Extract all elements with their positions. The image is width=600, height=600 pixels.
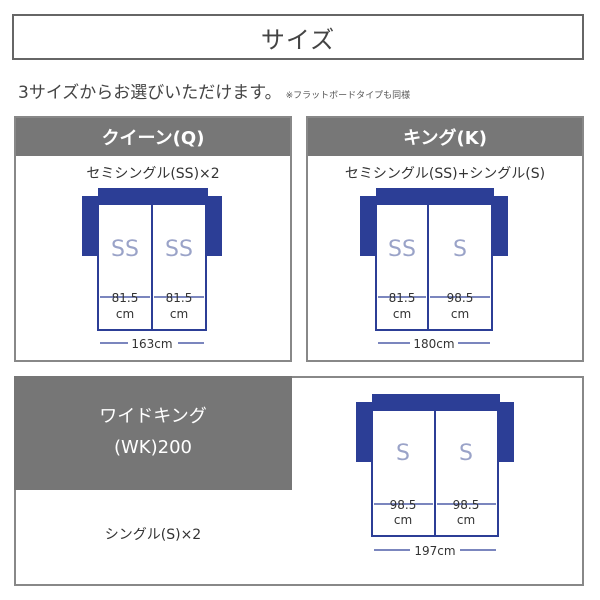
mattress-left-width: 81.5 bbox=[389, 291, 416, 305]
intro-text: 3サイズからお選びいただけます。※フラットボードタイプも同様 bbox=[18, 78, 410, 103]
mattress-left bbox=[375, 203, 429, 331]
intro-main: 3サイズからお選びいただけます。 bbox=[18, 83, 282, 103]
mattress-right-label: SS bbox=[165, 237, 193, 262]
sofa-arm-left bbox=[82, 196, 98, 256]
mattress-left bbox=[371, 409, 436, 537]
mattress-left-label: SS bbox=[111, 237, 139, 262]
wideking-diagram: S S 98.5 98.5 cm cm 197cm bbox=[356, 394, 514, 558]
total-width: 180cm bbox=[413, 337, 454, 351]
wideking-heading-line1: ワイドキング bbox=[99, 406, 207, 428]
king-heading: キング(K) bbox=[308, 118, 582, 156]
sofa-arm-left bbox=[360, 196, 376, 256]
sofa-arm-right bbox=[498, 402, 514, 462]
mattress-right-label: S bbox=[453, 237, 467, 262]
total-width: 197cm bbox=[414, 544, 455, 558]
mattress-right bbox=[434, 409, 499, 537]
mattress-left-width: 98.5 bbox=[390, 498, 417, 512]
queen-composition: セミシングル(SS)×2 bbox=[86, 166, 220, 182]
mattress-right-width: 98.5 bbox=[447, 291, 474, 305]
section-title-box: サイズ bbox=[12, 14, 584, 60]
mattress-right-label: S bbox=[459, 441, 473, 466]
king-diagram: SS S 81.5 98.5 cm cm 180cm bbox=[360, 188, 508, 351]
mattress-right-unit: cm bbox=[457, 513, 475, 527]
mattress-left-label: SS bbox=[388, 237, 416, 262]
wideking-heading: ワイドキング (WK)200 bbox=[14, 376, 292, 490]
mattress-right-width: 98.5 bbox=[453, 498, 480, 512]
sofa-backrest bbox=[376, 188, 494, 204]
sofa-arm-left bbox=[356, 402, 372, 462]
queen-heading: クイーン(Q) bbox=[16, 118, 290, 156]
mattress-right-unit: cm bbox=[170, 307, 188, 321]
mattress-left bbox=[97, 203, 153, 331]
mattress-right-width: 81.5 bbox=[166, 291, 193, 305]
king-composition: セミシングル(SS)+シングル(S) bbox=[344, 166, 546, 182]
sofa-arm-right bbox=[492, 196, 508, 256]
mattress-right bbox=[427, 203, 493, 331]
sofa-arm-right bbox=[206, 196, 222, 256]
mattress-right-unit: cm bbox=[451, 307, 469, 321]
section-title: サイズ bbox=[260, 25, 336, 54]
mattress-left-unit: cm bbox=[394, 513, 412, 527]
mattress-right bbox=[151, 203, 207, 331]
mattress-left-unit: cm bbox=[393, 307, 411, 321]
intro-note: ※フラットボードタイプも同様 bbox=[285, 91, 411, 101]
queen-diagram: SS SS 81.5 81.5 cm cm 163cm bbox=[82, 188, 222, 351]
mattress-left-unit: cm bbox=[116, 307, 134, 321]
wideking-composition: シングル(S)×2 bbox=[104, 527, 202, 543]
mattress-left-label: S bbox=[396, 441, 410, 466]
sofa-backrest bbox=[98, 188, 208, 204]
wideking-heading-line2: (WK)200 bbox=[113, 437, 192, 458]
sofa-backrest bbox=[372, 394, 500, 410]
total-width: 163cm bbox=[131, 337, 172, 351]
mattress-left-width: 81.5 bbox=[112, 291, 139, 305]
